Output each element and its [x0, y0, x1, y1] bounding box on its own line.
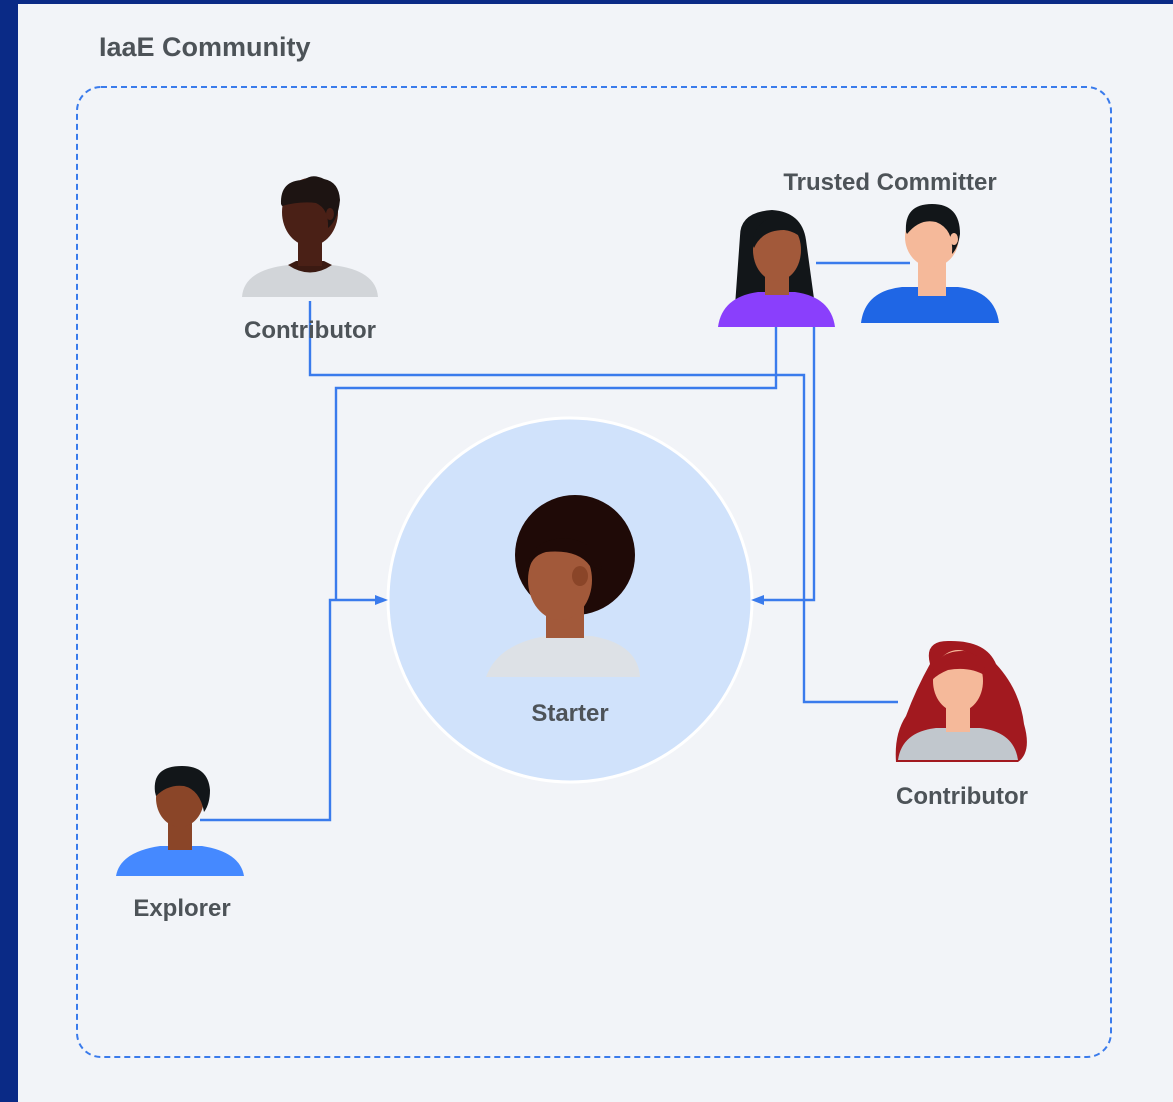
community-boundary: [76, 86, 1112, 1058]
arrowhead-right: [751, 595, 764, 605]
starter-label: Starter: [531, 700, 608, 727]
starter-avatar: [486, 495, 640, 677]
trusted-committer-avatar: [718, 210, 835, 327]
community-title: IaaE Community: [99, 32, 311, 62]
explorer-label: Explorer: [133, 895, 230, 922]
connector-contributor-top-to-trunk: [308, 301, 898, 704]
trusted-committer-label: Trusted Committer: [783, 169, 996, 196]
connector-trusted-committer-to-starter-left: [334, 327, 778, 600]
contributor-top-label: Contributor: [244, 317, 376, 344]
community-diagram: IaaE Community: [76, 32, 1112, 1058]
diagram-canvas: IaaE Community: [18, 4, 1173, 1102]
explorer-avatar: [116, 766, 244, 876]
committer-partner-avatar: [861, 204, 999, 323]
connector-trusted-committer-to-starter-right: [762, 327, 816, 602]
connectors: [200, 261, 910, 822]
contributor-top-avatar: [242, 176, 378, 297]
arrowhead-left: [375, 595, 388, 605]
contributor-right-label: Contributor: [896, 783, 1028, 810]
contributor-right-avatar: [895, 640, 1027, 762]
connector-explorer-to-starter: [200, 598, 378, 822]
